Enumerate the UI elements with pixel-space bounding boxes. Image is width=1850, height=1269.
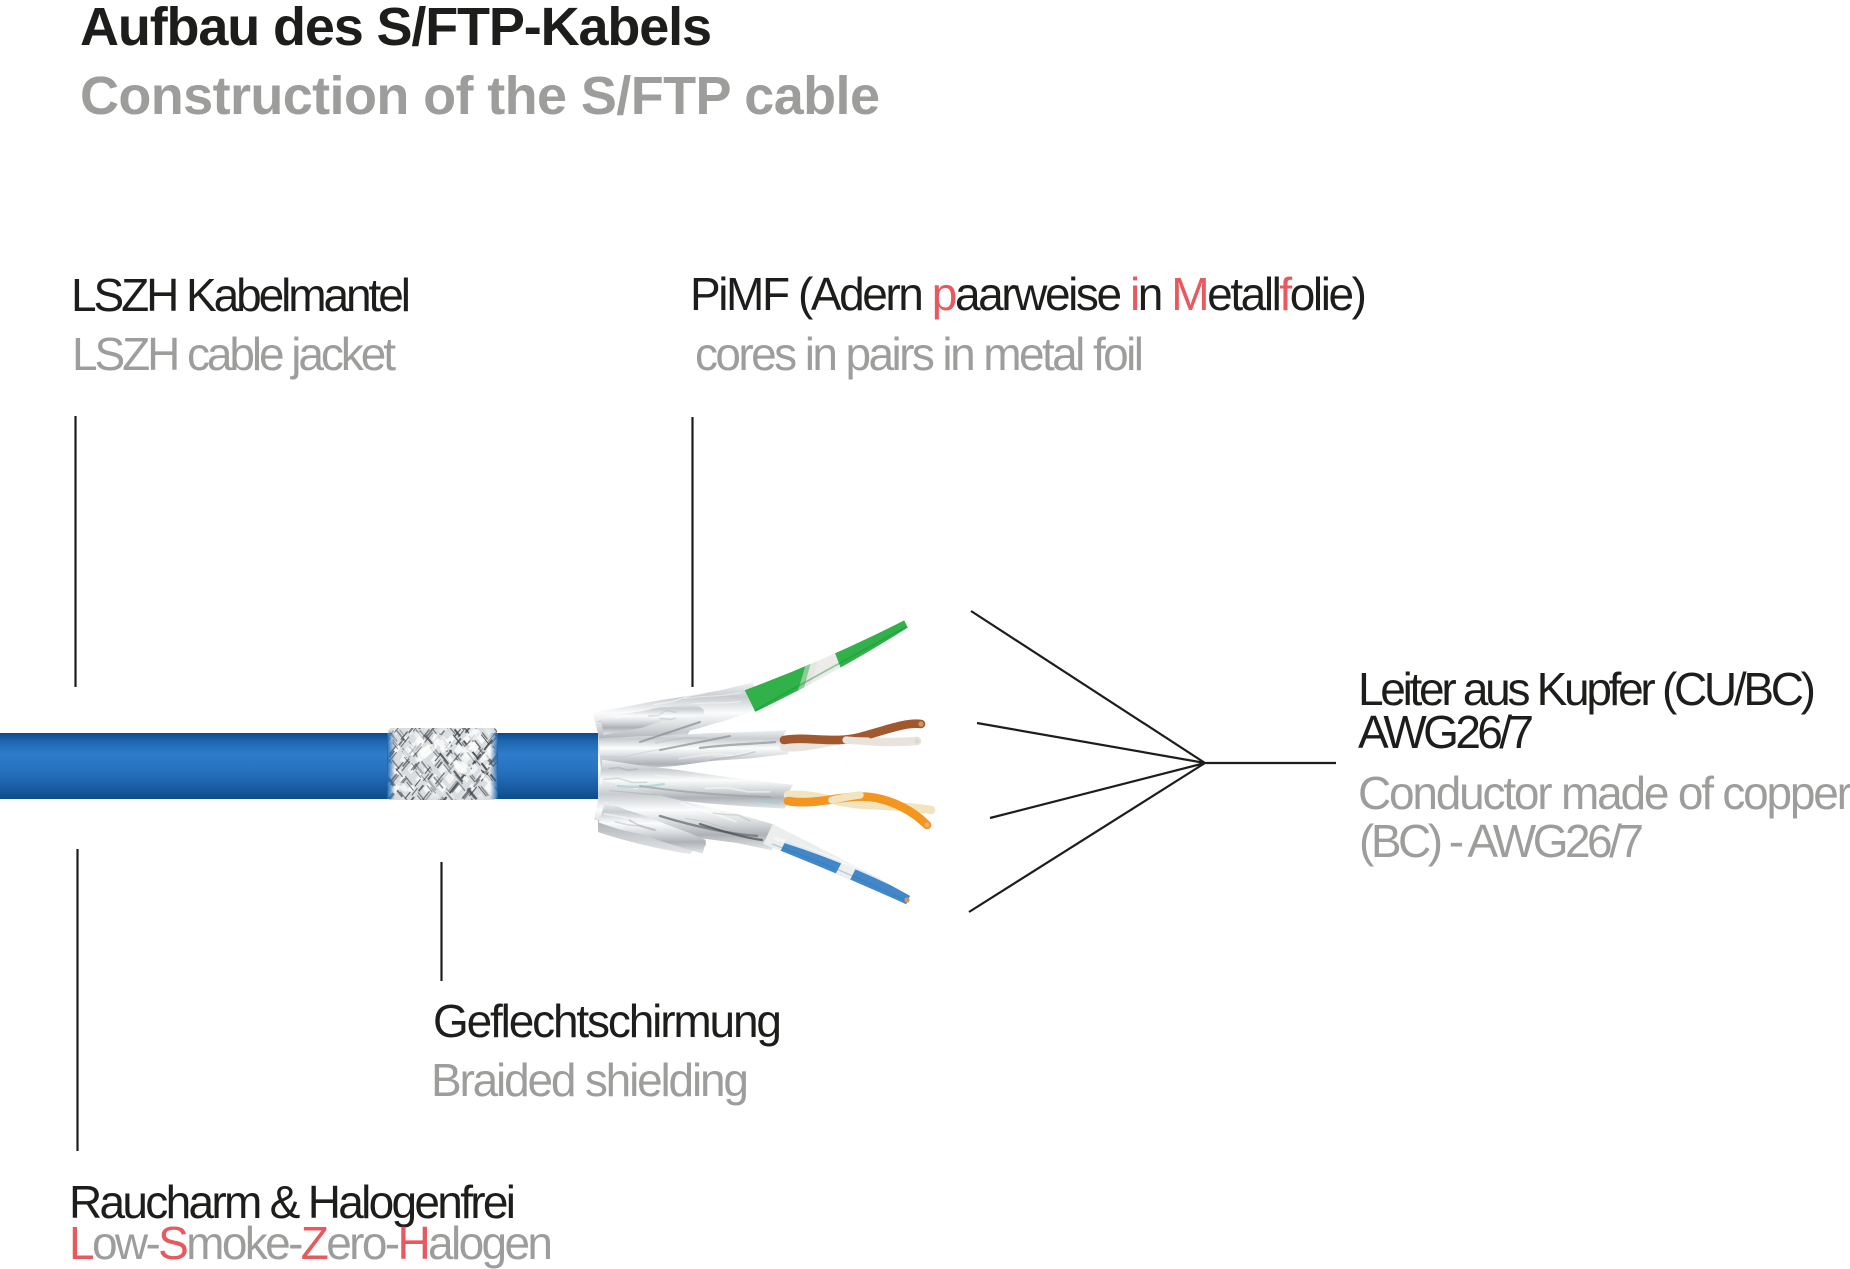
svg-text:Leiter aus Kupfer (CU/BC): Leiter aus Kupfer (CU/BC): [1358, 663, 1816, 715]
svg-text:Aufbau des S/FTP-Kabels: Aufbau des S/FTP-Kabels: [80, 0, 712, 57]
svg-text:LSZH cable jacket: LSZH cable jacket: [72, 328, 396, 380]
svg-text:AWG26/7: AWG26/7: [1358, 706, 1534, 758]
svg-text:cores in pairs in metal foil: cores in pairs in metal foil: [695, 328, 1144, 380]
svg-text:(BC) - AWG26/7: (BC) - AWG26/7: [1359, 815, 1644, 867]
svg-text:Low-Smoke-Zero-Halogen: Low-Smoke-Zero-Halogen: [69, 1217, 553, 1269]
svg-text:LSZH Kabelmantel: LSZH Kabelmantel: [71, 269, 411, 321]
svg-text:Conductor made of copper: Conductor made of copper: [1358, 767, 1850, 819]
svg-text:Geflechtschirmung: Geflechtschirmung: [433, 995, 782, 1047]
svg-text:Braided shielding: Braided shielding: [431, 1054, 749, 1106]
svg-text:PiMF (Adern paarweise in Metal: PiMF (Adern paarweise in Metallfolie): [690, 268, 1367, 320]
svg-text:Construction of the S/FTP cabl: Construction of the S/FTP cable: [80, 66, 880, 126]
svg-text:Raucharm & Halogenfrei: Raucharm & Halogenfrei: [69, 1176, 516, 1228]
